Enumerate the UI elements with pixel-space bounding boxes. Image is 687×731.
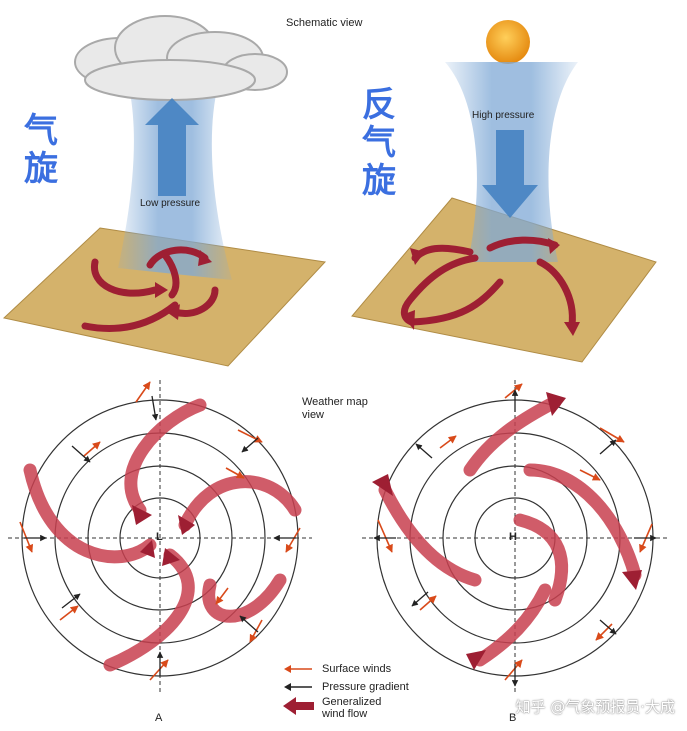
cyclone-ground-plane	[2, 227, 327, 367]
cyclone-cn-char-1: 气	[24, 111, 58, 151]
cyclone-arrowheads	[155, 250, 212, 320]
pressure-gradient-arrow-icon	[284, 683, 312, 691]
pressure-gradient-arrows-b	[373, 389, 657, 687]
legend-pressure-gradient: Pressure gradient	[282, 680, 409, 694]
generalized-wind-flow-arrow-icon	[283, 697, 314, 715]
panel-a-label: A	[155, 712, 163, 724]
anticyclone-schematic	[351, 20, 657, 363]
surface-wind-arrows-b	[377, 383, 653, 681]
low-pressure-label: Low pressure	[140, 198, 201, 209]
weather-map-view-line-1: Weather map	[302, 396, 368, 408]
cyclone-cn-char-2: 旋	[24, 149, 58, 189]
sun	[486, 20, 530, 64]
cyclone-converging-arrows	[81, 246, 219, 332]
surface-wind-arrow-icon	[284, 665, 312, 673]
anticyclone-cn-char-2: 气	[362, 123, 396, 163]
legend-generalized-wind-flow-text: Generalized wind flow	[322, 696, 381, 720]
center-low-label: L	[156, 531, 163, 543]
weather-map-b	[362, 380, 670, 695]
legend-generalized-wind-flow: Generalized wind flow	[282, 696, 381, 720]
anticyclone-cn-char-1: 反	[362, 85, 396, 125]
legend-surface-winds: Surface winds	[282, 662, 391, 676]
weather-map-view-label: Weather map view	[302, 396, 368, 422]
wind-flow-b-heads	[372, 392, 642, 670]
schematic-view-label: Schematic view	[286, 17, 363, 29]
wind-flow-a	[23, 398, 302, 672]
storm-cloud	[74, 15, 288, 101]
cyclone-cn-label: 气 旋	[24, 112, 58, 188]
watermark: 知乎 @气象预报员·大成	[515, 698, 675, 716]
center-high-label: H	[509, 531, 517, 543]
anticyclone-cn-char-3: 旋	[362, 161, 396, 201]
anticyclone-arrowheads	[402, 238, 580, 336]
pressure-gradient-arrows-a	[24, 395, 296, 676]
legend-surface-winds-text: Surface winds	[322, 663, 392, 675]
high-pressure-label: High pressure	[472, 110, 535, 121]
legend-pressure-gradient-text: Pressure gradient	[322, 681, 409, 693]
anticyclone-cn-label: 反 气 旋	[362, 86, 396, 200]
sinking-air-arrow	[482, 130, 538, 218]
cyclone-schematic	[2, 15, 327, 367]
weather-map-a	[8, 380, 312, 695]
rising-air-arrow	[145, 98, 199, 196]
panel-b-label: B	[509, 712, 517, 724]
legend-generalized-line-1: Generalized	[322, 696, 382, 708]
legend-generalized-line-2: wind flow	[322, 708, 368, 720]
wind-flow-a-heads	[132, 505, 195, 566]
weather-map-view-line-2: view	[302, 409, 325, 421]
wind-flow-b	[378, 395, 642, 667]
